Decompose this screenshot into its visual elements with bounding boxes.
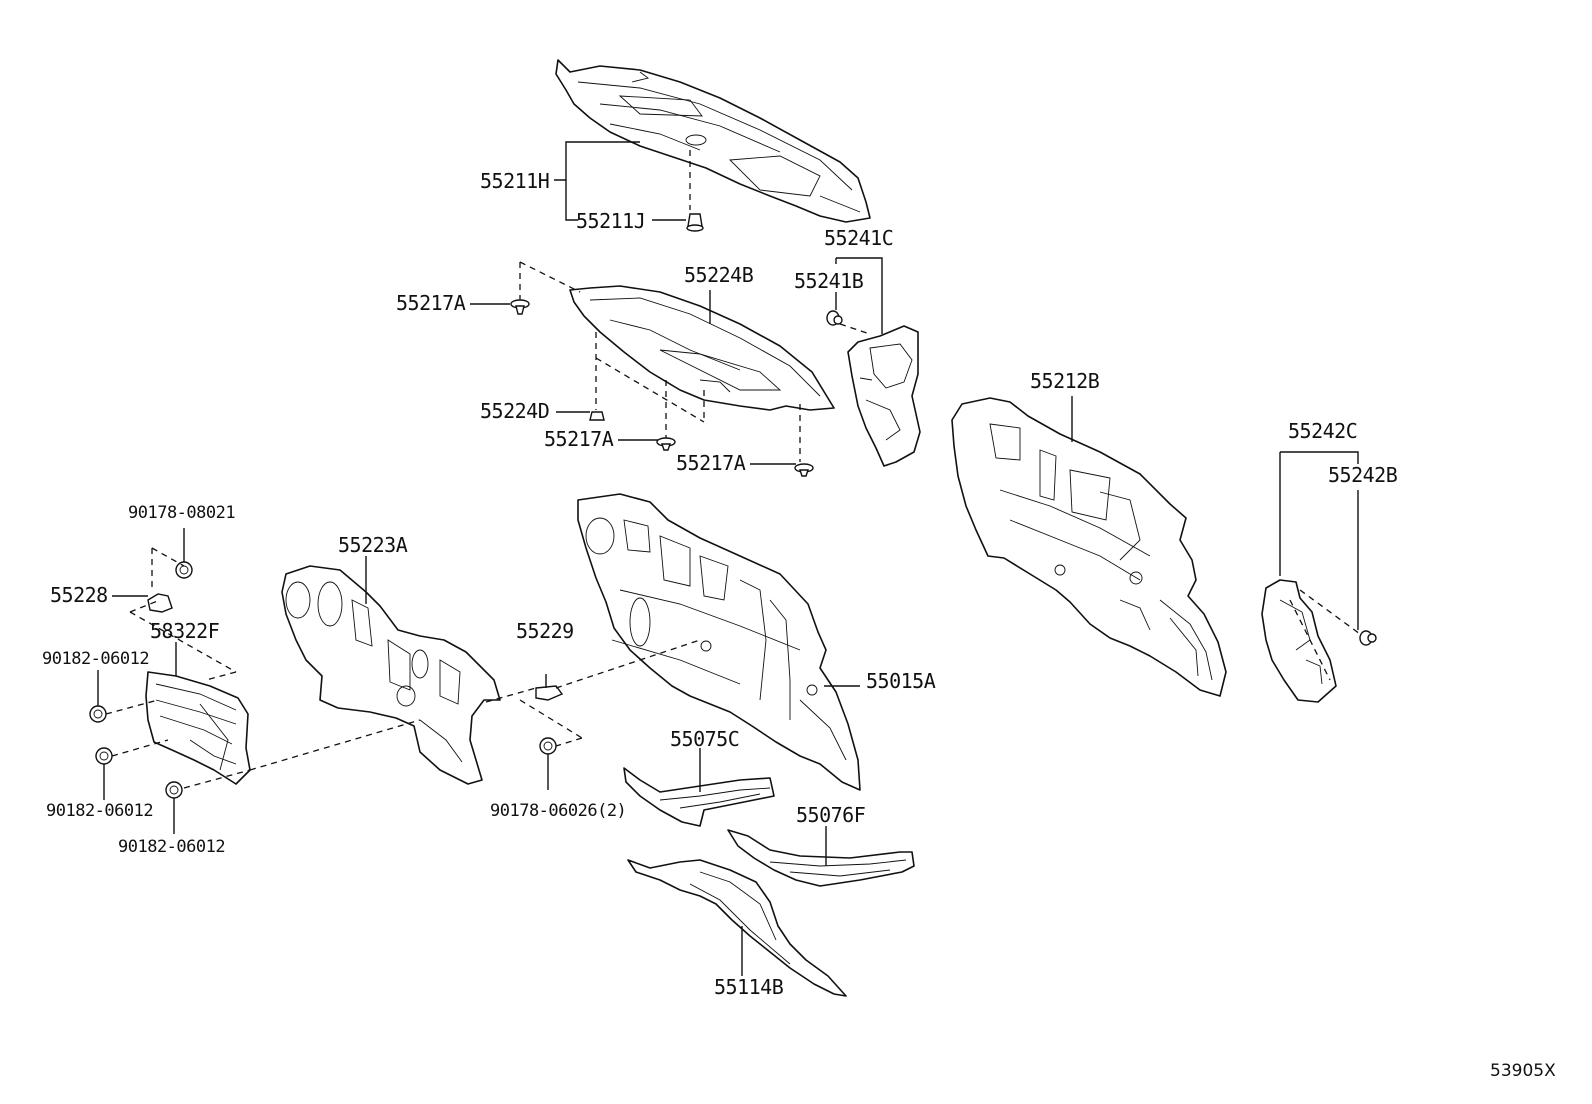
part-labels: 55211H 55211J 55241C 55241B 55224B 55217… — [42, 169, 1556, 1081]
part-55211H-dash-insulator-pad — [555, 59, 871, 223]
label-55241B: 55241B — [794, 269, 864, 293]
leader-lines — [97, 141, 1359, 976]
label-55217A-2: 55217A — [544, 427, 614, 451]
part-55075C-member — [623, 767, 775, 827]
fastener-90178-06026 — [539, 737, 557, 755]
part-55223A-insulator — [281, 565, 501, 785]
label-55241C: 55241C — [824, 226, 893, 250]
fastener-55217A-3 — [794, 463, 814, 477]
label-90182-06012-3: 90182-06012 — [118, 837, 225, 857]
label-55075C: 55075C — [670, 727, 739, 751]
label-55015A: 55015A — [866, 669, 936, 693]
label-55217A-3: 55217A — [676, 451, 746, 475]
fastener-90182-06012-b — [95, 747, 113, 765]
fastener-90182-06012-a — [89, 705, 107, 723]
diagram-code: 53905X — [1490, 1061, 1556, 1081]
label-55229: 55229 — [516, 619, 574, 643]
label-55242C: 55242C — [1288, 419, 1357, 443]
label-58322F: 58322F — [150, 619, 219, 643]
label-55076F: 55076F — [796, 803, 865, 827]
part-55229-bracket — [535, 674, 564, 701]
part-55114B-member — [627, 859, 847, 997]
label-90182-06012-2: 90182-06012 — [46, 801, 153, 821]
fastener-55224D — [589, 411, 605, 421]
label-55211J: 55211J — [576, 209, 645, 233]
label-90182-06012-1: 90182-06012 — [42, 649, 149, 669]
label-55114B: 55114B — [714, 975, 784, 999]
part-55241B-clip — [826, 310, 843, 326]
part-58322F-small-panel — [145, 671, 251, 785]
label-55224D: 55224D — [480, 399, 549, 423]
part-55242B-clip — [1359, 630, 1377, 646]
part-55076F-member — [727, 829, 915, 887]
part-55242C-bracket — [1261, 579, 1337, 703]
fastener-55217A-1 — [510, 299, 530, 315]
label-55212B: 55212B — [1030, 369, 1100, 393]
part-55224B-silencer-pad — [569, 285, 835, 411]
fastener-90182-06012-c — [165, 781, 183, 799]
part-55211J-clip — [686, 213, 704, 232]
label-55211H: 55211H — [480, 169, 549, 193]
label-55228: 55228 — [50, 583, 108, 607]
part-55241C-bracket — [847, 325, 921, 467]
label-55224B: 55224B — [684, 263, 754, 287]
assembly-lines — [105, 150, 1361, 789]
part-55015A-dash-panel — [577, 493, 861, 791]
label-55223A: 55223A — [338, 533, 408, 557]
part-55212B-right-panel — [951, 397, 1227, 697]
fastener-90178-08021 — [175, 561, 193, 579]
label-90178-06026: 90178-06026(2) — [490, 801, 626, 821]
label-55242B: 55242B — [1328, 463, 1398, 487]
label-90178-08021: 90178-08021 — [128, 503, 235, 523]
label-55217A-1: 55217A — [396, 291, 466, 315]
fastener-55217A-2 — [656, 437, 676, 451]
part-55228-clip — [147, 593, 173, 613]
